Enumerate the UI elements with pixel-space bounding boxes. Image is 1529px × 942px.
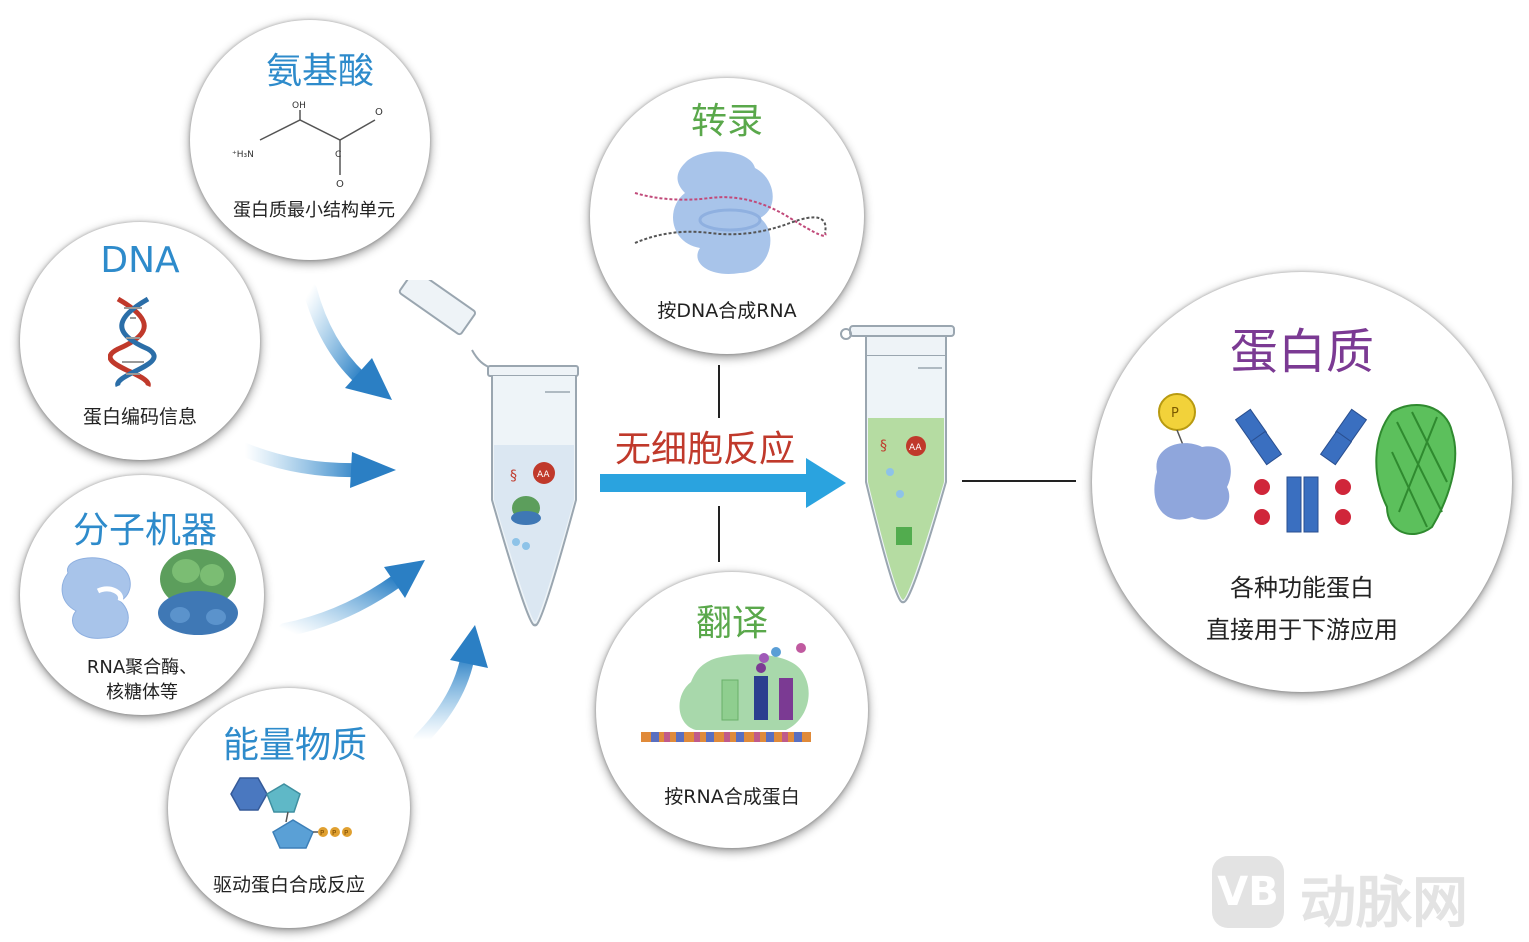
energy-caption: 驱动蛋白合成反应 [212, 874, 365, 896]
rna-polymerase-transcription-icon [634, 151, 827, 274]
ribosome-translation-icon [641, 643, 811, 742]
atp-molecule-icon: P P P [230, 777, 352, 849]
dna-helix-icon [108, 296, 157, 387]
transcription-title: 转录 [690, 101, 763, 142]
energy-circle: 能量物质 P P P 驱动蛋白合成反应 [168, 688, 410, 928]
protein-caption-line1: 各种功能蛋白 [1230, 574, 1374, 602]
amino-acid-caption: 蛋白质最小结构单元 [233, 200, 395, 221]
amino-nh-label: ⁺H₃N [232, 150, 254, 160]
protein-caption-line2: 直接用于下游应用 [1206, 616, 1398, 644]
watermark-logo-icon: VB [1212, 856, 1284, 928]
watermark-text: 动脉网 [1300, 871, 1468, 936]
transcription-caption: 按DNA合成RNA [657, 300, 797, 322]
reaction-tube-closed: § AA [840, 325, 955, 604]
reaction-arrow [600, 458, 846, 508]
machines-title: 分子机器 [72, 510, 217, 551]
arrow-energy-to-tube [413, 625, 488, 747]
phosphate-label-3: P [344, 829, 348, 837]
amino-acid-structure-icon: OH O C O ⁺H₃N [232, 101, 383, 190]
protein-title: 蛋白质 [1229, 324, 1374, 380]
tube-lid-icon [398, 280, 493, 369]
dna-circle: DNA 蛋白编码信息 [20, 222, 260, 460]
ligand-label: P [1171, 406, 1179, 421]
arrow-amino-to-tube [303, 283, 392, 400]
translation-caption: 按RNA合成蛋白 [664, 786, 800, 808]
machines-caption-line2: 核糖体等 [106, 682, 178, 703]
dna-title: DNA [100, 240, 180, 281]
machines-caption-line1: RNA聚合酶、 [86, 657, 198, 678]
energy-title: 能量物质 [222, 725, 367, 766]
phosphate-label-1: P [320, 829, 324, 837]
arrow-machines-to-tube [278, 560, 425, 637]
protein-circle: 蛋白质 P 各种功能蛋白 直接用于下游应用 [1092, 272, 1512, 692]
tube-closed-dna-glyph: § [880, 438, 887, 454]
amino-c-label: C [335, 150, 341, 160]
functional-proteins-icon: P [1154, 393, 1457, 536]
watermark: VB 动脉网 [1212, 856, 1522, 936]
ribosome-icon [158, 549, 238, 635]
amino-acid-circle: 氨基酸 OH O C O ⁺H₃N 蛋白质最小结构单元 [190, 20, 430, 260]
amino-o-top-label: O [375, 107, 383, 118]
rna-polymerase-icon [61, 557, 131, 639]
reaction-label: 无细胞反应 [615, 429, 796, 470]
dna-caption: 蛋白编码信息 [82, 406, 197, 428]
transcription-circle: 转录 按DNA合成RNA [590, 78, 864, 354]
amino-o-bottom-label: O [336, 179, 344, 190]
machines-circle: 分子机器 RNA聚合酶、 核糖体等 [20, 475, 264, 715]
tube-open-dna-glyph: § [510, 468, 517, 484]
phosphate-label-2: P [332, 829, 336, 837]
translation-title: 翻译 [695, 603, 768, 644]
tube-closed-aa-badge: AA [909, 443, 922, 453]
amino-oh-label: OH [292, 101, 306, 111]
tube-open-aa-badge: AA [537, 470, 550, 480]
translation-circle: 翻译 按RNA合成蛋白 [596, 572, 868, 848]
reaction-tube-open: § AA [398, 280, 579, 627]
amino-acid-title: 氨基酸 [265, 51, 374, 92]
arrow-dna-to-tube [238, 443, 396, 488]
